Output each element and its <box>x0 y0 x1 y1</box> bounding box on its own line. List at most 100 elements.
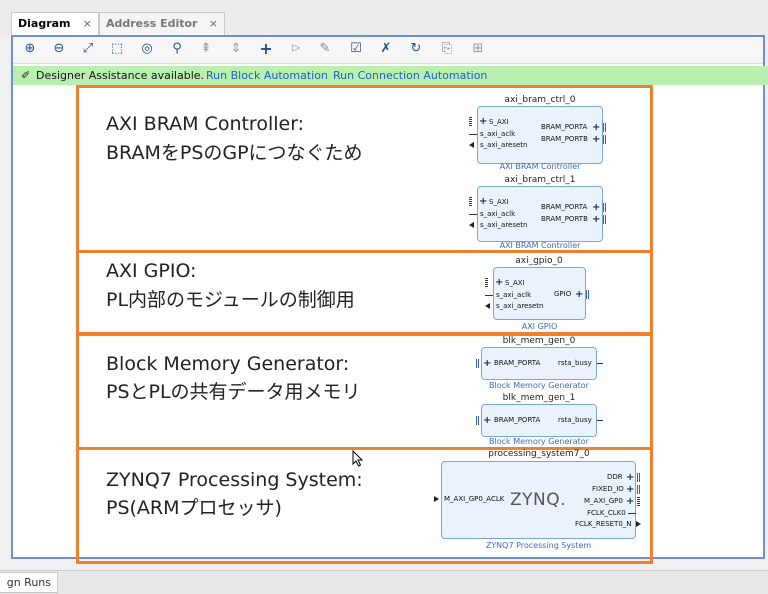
port-bram-portb[interactable]: BRAM_PORTB <box>541 135 588 143</box>
ip-type-label: ZYNQ7 Processing System <box>485 541 592 550</box>
fit-selection-icon[interactable]: ⬚ <box>110 41 124 56</box>
port-bram-porta[interactable]: BRAM_PORTA <box>494 359 541 367</box>
bus-pin-icon <box>637 473 640 482</box>
expand-port-icon[interactable]: + <box>592 202 601 213</box>
port-s-axi-aresetn[interactable]: s_axi_aresetn <box>480 141 528 149</box>
expand-port-icon[interactable]: + <box>483 415 492 426</box>
tab-diagram-label: Diagram <box>18 17 71 30</box>
annotation-zynq-line1: ZYNQ7 Processing System: <box>106 469 363 491</box>
port-bram-porta[interactable]: BRAM_PORTA <box>541 123 588 131</box>
ip-block-blk-mem-gen-0[interactable] <box>481 347 597 380</box>
pin-arrow-icon <box>485 303 490 309</box>
expand-port-icon[interactable]: + <box>592 214 601 225</box>
port-m-axi-gp0-aclk[interactable]: M_AXI_GP0_ACLK <box>444 495 505 503</box>
port-m-axi-gp0[interactable]: M_AXI_GP0 <box>584 497 623 505</box>
expand-port-icon[interactable]: + <box>626 484 635 495</box>
center-icon[interactable]: ◎ <box>141 41 153 56</box>
port-s-axi[interactable]: S_AXI <box>489 198 509 206</box>
ip-block-axi-bram-ctrl-0[interactable] <box>477 106 603 164</box>
port-s-axi-aclk[interactable]: s_axi_aclk <box>480 210 516 218</box>
pin-arrow-icon <box>469 142 474 148</box>
designer-assistance-bar: ✐ Designer Assistance available. Run Blo… <box>13 66 768 85</box>
ip-type-label: Block Memory Generator <box>489 381 589 390</box>
tab-address-editor[interactable]: Address Editor × <box>99 12 225 35</box>
autoroute-icon[interactable]: ✗ <box>380 41 392 56</box>
tab-address-editor-label: Address Editor <box>106 17 198 30</box>
port-s-axi-aclk[interactable]: s_axi_aclk <box>480 130 516 138</box>
expand-port-icon[interactable]: + <box>592 122 601 133</box>
expand-port-icon[interactable]: + <box>479 116 488 127</box>
bus-pin-icon <box>603 135 606 144</box>
diagram-toolbar: ⊕ ⊖ ⤢ ⬚ ◎ ⚲ ⇞ ⇕ + ⊳ ✎ ☑ ✗ ↻ ⎘ ⊞ <box>13 37 763 64</box>
port-ddr[interactable]: DDR <box>607 473 623 481</box>
port-bram-porta[interactable]: BRAM_PORTA <box>494 416 541 424</box>
close-icon[interactable]: × <box>82 17 92 30</box>
expand-port-icon[interactable]: + <box>495 277 504 288</box>
expand-port-icon[interactable]: + <box>575 289 584 300</box>
ip-instance-name: processing_system7_0 <box>488 449 590 459</box>
pin-arrow-icon <box>636 521 641 527</box>
fit-view-icon[interactable]: ⤢ <box>82 41 94 56</box>
ip-block-processing-system7-0[interactable] <box>441 461 636 539</box>
ip-block-axi-gpio-0[interactable] <box>493 267 586 320</box>
bottom-panel-bar <box>0 570 768 594</box>
pin-arrow-icon <box>469 222 474 228</box>
port-s-axi[interactable]: S_AXI <box>505 279 525 287</box>
port-s-axi-aclk[interactable]: s_axi_aclk <box>496 291 532 299</box>
port-s-axi[interactable]: S_AXI <box>489 118 509 126</box>
ip-instance-name: blk_mem_gen_0 <box>502 336 576 346</box>
expand-port-icon[interactable]: + <box>592 134 601 145</box>
port-rsta-busy[interactable]: rsta_busy <box>558 359 592 367</box>
collapse-icon[interactable]: ⇞ <box>200 41 212 56</box>
annotation-zynq-line2: PS(ARMプロセッサ) <box>106 497 282 519</box>
port-fclk-clk0[interactable]: FCLK_CLK0 <box>587 509 626 517</box>
zoom-in-icon[interactable]: ⊕ <box>24 41 36 56</box>
bus-pin-icon <box>476 359 479 368</box>
expand-port-icon[interactable]: + <box>479 196 488 207</box>
ip-instance-name: axi_bram_ctrl_1 <box>504 175 576 185</box>
validate-icon[interactable]: ☑ <box>350 41 362 56</box>
zynq-logo: ZYNQ. <box>510 490 567 510</box>
port-bram-portb[interactable]: BRAM_PORTB <box>541 215 588 223</box>
bus-pin-icon <box>603 203 606 212</box>
ip-block-axi-bram-ctrl-1[interactable] <box>477 186 603 242</box>
add-ip-icon[interactable]: + <box>259 39 273 58</box>
interface-pin-icon <box>485 278 488 287</box>
ip-block-blk-mem-gen-1[interactable] <box>481 404 597 437</box>
tab-diagram[interactable]: Diagram × <box>11 12 99 35</box>
pin-wire <box>485 295 493 296</box>
tab-design-runs[interactable]: gn Runs <box>0 572 58 593</box>
search-icon[interactable]: ⚲ <box>172 41 182 56</box>
annotation-gpio-line2: PL内部のモジュールの制御用 <box>106 289 355 311</box>
expand-port-icon[interactable]: + <box>626 496 635 507</box>
port-fclk-reset0-n[interactable]: FCLK_RESET0_N <box>575 520 632 528</box>
regenerate-layout-icon[interactable]: ⎘ <box>441 41 453 56</box>
expand-icon[interactable]: ⇕ <box>230 41 242 56</box>
ip-type-label: Block Memory Generator <box>489 437 589 446</box>
bus-pin-icon <box>603 215 606 224</box>
port-gpio[interactable]: GPIO <box>554 290 572 298</box>
refresh-icon[interactable]: ↻ <box>410 41 422 56</box>
wrench-icon[interactable]: ✎ <box>319 41 331 56</box>
port-bram-porta[interactable]: BRAM_PORTA <box>541 203 588 211</box>
port-s-axi-aresetn[interactable]: s_axi_aresetn <box>496 302 544 310</box>
expand-port-icon[interactable]: + <box>483 358 492 369</box>
expand-port-icon[interactable]: + <box>626 472 635 483</box>
ip-type-label: AXI BRAM Controller <box>499 241 581 250</box>
port-rsta-busy[interactable]: rsta_busy <box>558 416 592 424</box>
pin-icon: ✐ <box>21 69 31 82</box>
optimize-icon[interactable]: ⊞ <box>472 41 484 56</box>
pin-wire <box>469 214 477 215</box>
diagram-canvas[interactable] <box>13 85 763 557</box>
run-block-automation-link[interactable]: Run Block Automation <box>206 69 328 82</box>
ip-type-label: AXI GPIO <box>521 322 558 331</box>
port-fixed-io[interactable]: FIXED_IO <box>592 485 624 493</box>
ip-instance-name: axi_bram_ctrl_0 <box>504 95 576 105</box>
zoom-out-icon[interactable]: ⊖ <box>53 41 65 56</box>
port-s-axi-aresetn[interactable]: s_axi_aresetn <box>480 221 528 229</box>
annotation-bram-ctrl-line1: AXI BRAM Controller: <box>106 113 305 135</box>
annotation-mem-gen-line1: Block Memory Generator: <box>106 353 350 375</box>
close-icon[interactable]: × <box>208 17 218 30</box>
run-connection-automation-link[interactable]: Run Connection Automation <box>333 69 488 82</box>
ip-instance-name: blk_mem_gen_1 <box>502 393 576 403</box>
